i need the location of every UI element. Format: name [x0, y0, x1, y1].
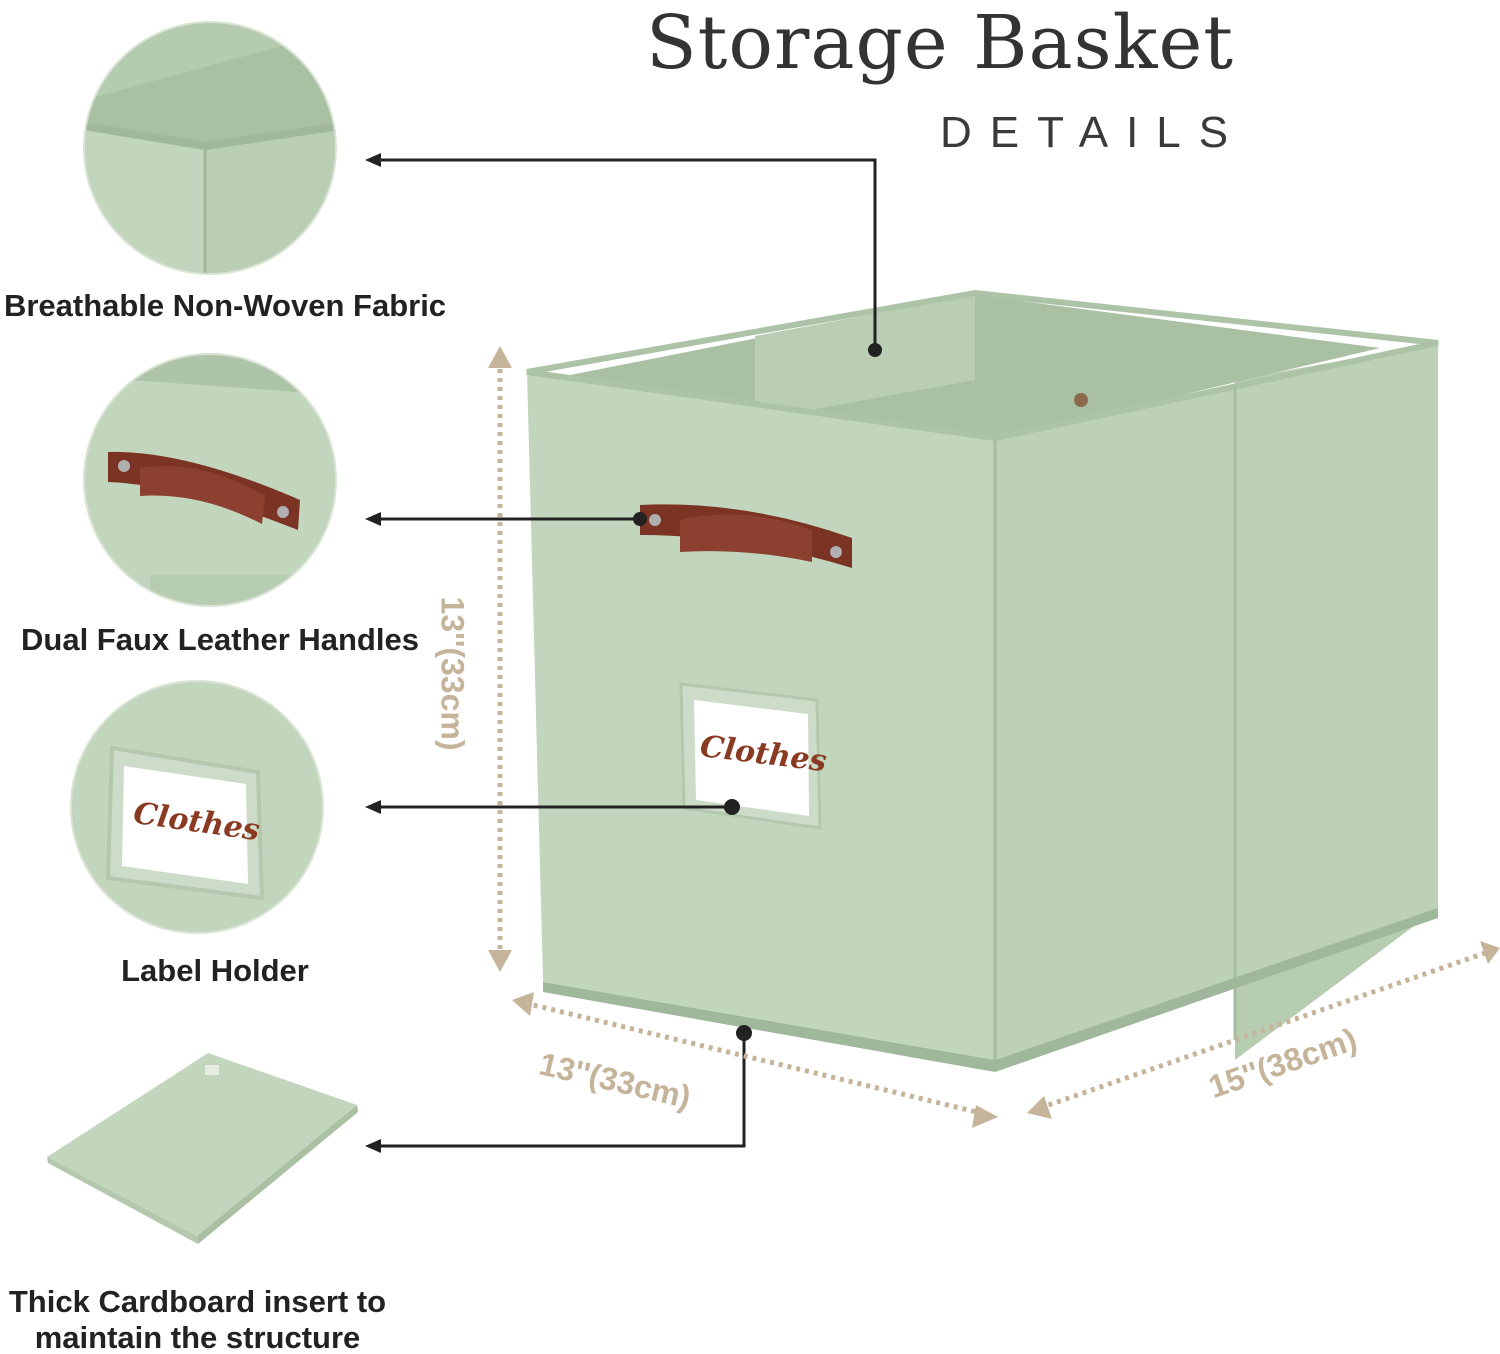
- feature-label-insert: Thick Cardboard insert to maintain the s…: [8, 1284, 387, 1354]
- leather-handle: [640, 504, 852, 568]
- dot-handle: [633, 512, 647, 526]
- arrow-label: [365, 800, 381, 814]
- depth-arrow-right: [1480, 941, 1500, 964]
- dot-fabric: [868, 343, 882, 357]
- dimension-height: 13''(33cm): [434, 596, 471, 751]
- dot-insert: [736, 1025, 752, 1041]
- handle-closeup-icon: [83, 353, 337, 607]
- cardboard-insert-icon: [47, 1053, 358, 1244]
- dimension-lines: [497, 360, 1489, 1117]
- arrow-handle: [365, 512, 381, 526]
- height-arrow-top: [488, 346, 512, 368]
- label-holder: [679, 682, 822, 830]
- storage-basket: Clothes: [526, 289, 1439, 1072]
- width-arrow-right: [972, 1105, 998, 1128]
- page-title: Storage Basket: [645, 0, 1234, 86]
- callout-lines: [373, 158, 877, 1148]
- arrow-insert: [365, 1139, 381, 1153]
- fabric-closeup-icon: [83, 21, 337, 275]
- height-arrow-bottom: [488, 950, 512, 972]
- feature-label-label-holder: Label Holder: [121, 953, 309, 988]
- feature-label-fabric: Breathable Non-Woven Fabric: [3, 288, 447, 323]
- arrow-fabric: [365, 153, 381, 167]
- width-arrow-left: [512, 992, 534, 1016]
- depth-arrow-left: [1027, 1096, 1052, 1119]
- feature-label-handles: Dual Faux Leather Handles: [21, 622, 419, 657]
- dot-label: [724, 799, 740, 815]
- label-closeup-icon: [70, 680, 324, 934]
- page-subtitle: DETAILS: [940, 108, 1247, 157]
